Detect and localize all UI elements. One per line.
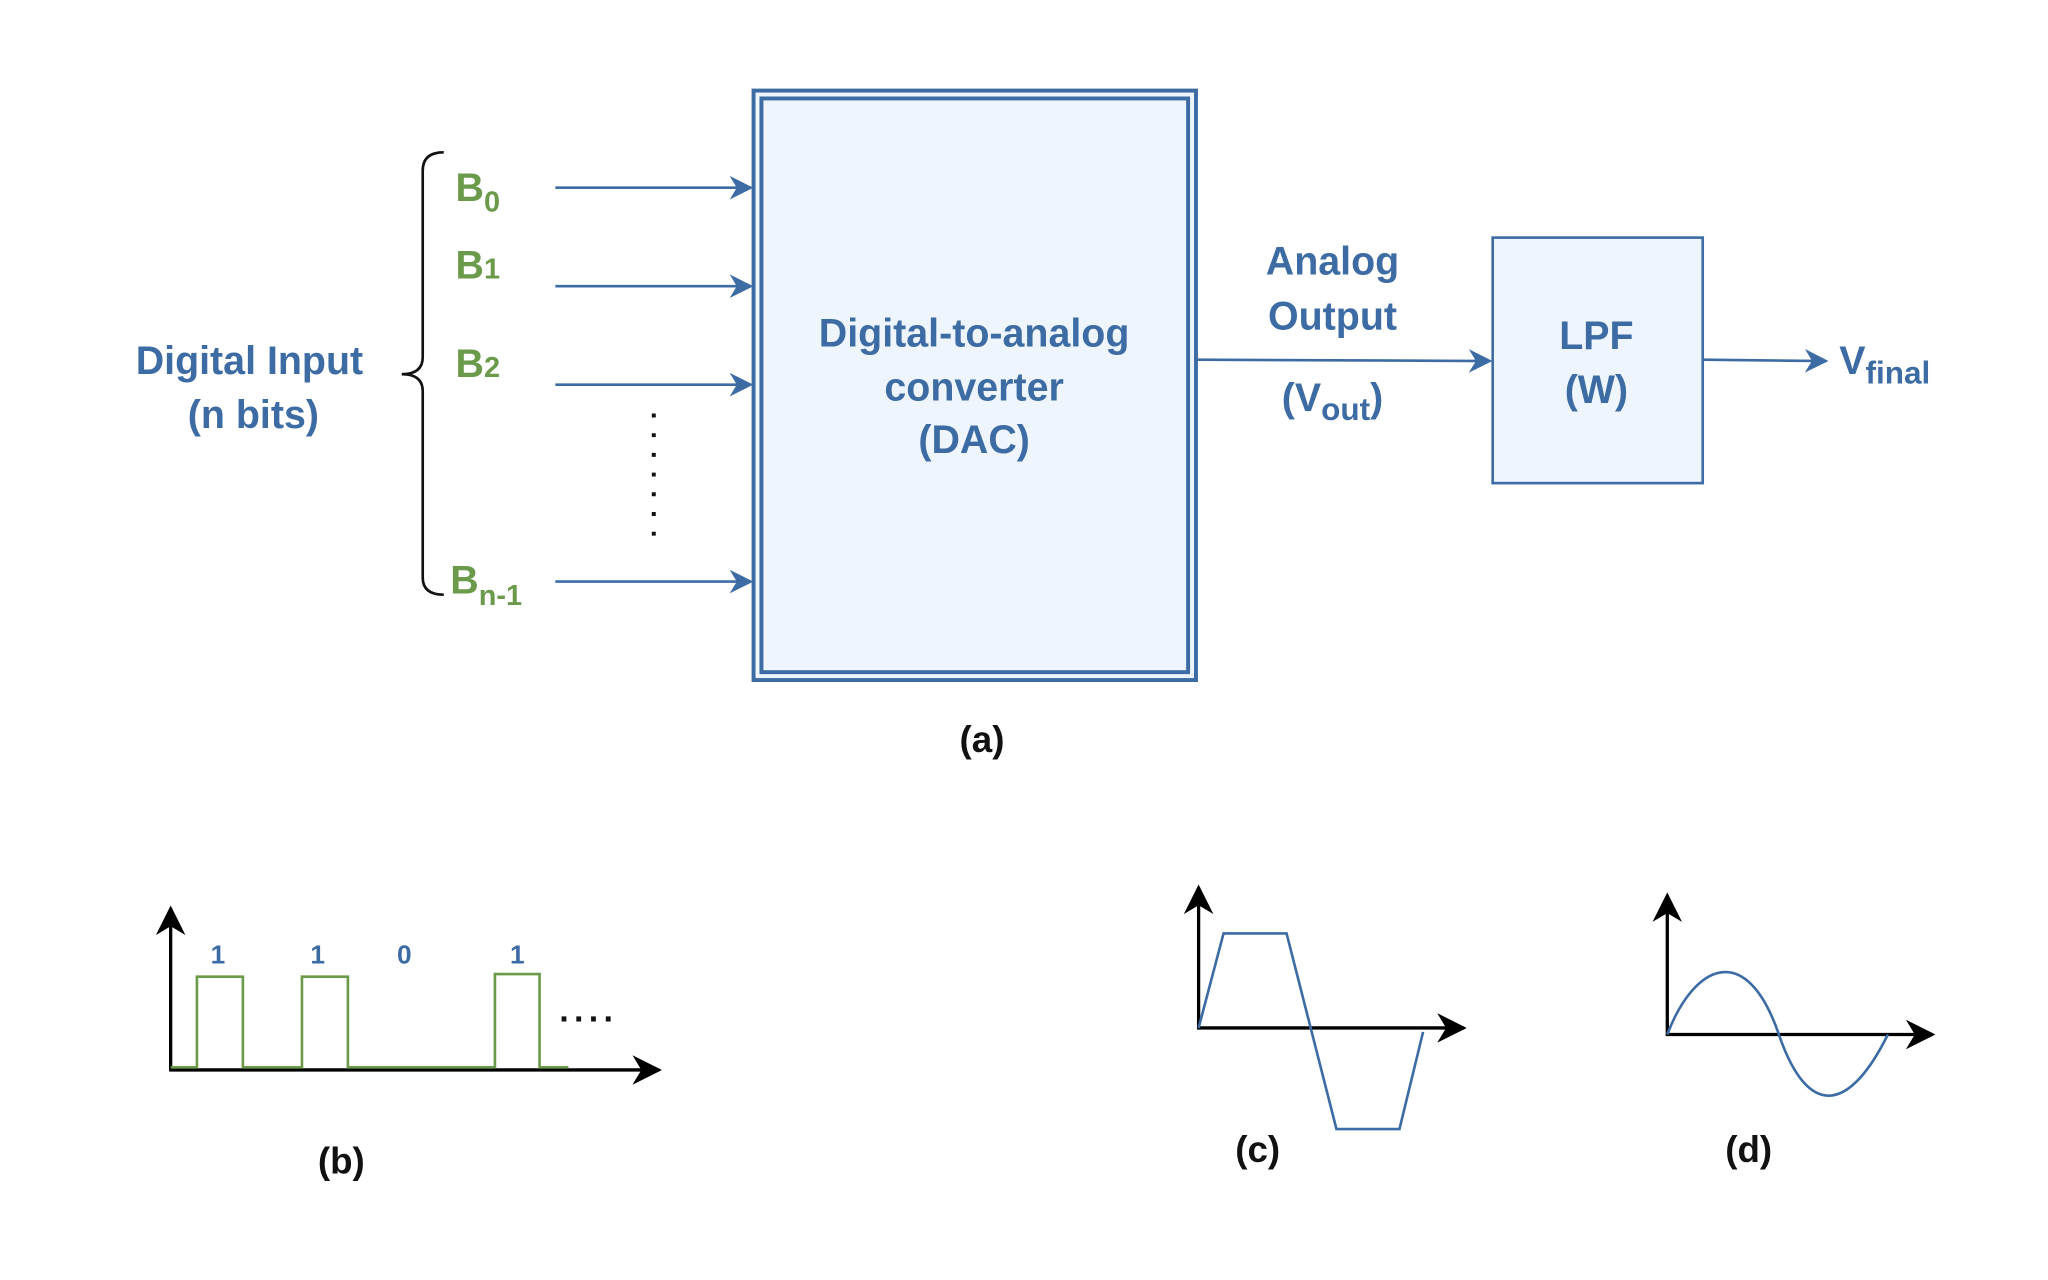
caption-b: (b) xyxy=(318,1141,365,1182)
analog-label: Analog xyxy=(1266,239,1399,283)
dac-box-inner xyxy=(759,96,1191,675)
dac-label-line1: Digital-to-analog xyxy=(819,312,1130,356)
dac-box-outer xyxy=(751,88,1198,683)
vout-label: (Vout) xyxy=(1282,376,1383,427)
b-bit-label: 0 xyxy=(397,940,412,970)
n-bits-label: (n bits) xyxy=(188,393,319,437)
dac-label-line3: (DAC) xyxy=(918,418,1030,462)
bit-label-bn1: Bn-1 xyxy=(450,558,522,612)
brace xyxy=(401,150,444,597)
lpf-w-label: (W) xyxy=(1565,368,1628,412)
b-pulse-train xyxy=(170,972,569,1069)
arrow-analog-output xyxy=(1197,349,1493,373)
caption-a: (a) xyxy=(960,719,1005,760)
bit-label-b0: B0 xyxy=(456,166,501,219)
c-waveform xyxy=(1197,932,1425,1131)
output-label: Output xyxy=(1268,295,1397,339)
lpf-box xyxy=(1491,236,1705,485)
arrow-vfinal xyxy=(1702,348,1829,373)
bit-label-b2: B2 xyxy=(456,342,501,386)
b-bit-label: 1 xyxy=(211,940,226,970)
bit-label-b1: B1 xyxy=(456,243,501,287)
vfinal-label: Vfinal xyxy=(1839,339,1930,390)
b-bit-label: 1 xyxy=(310,940,325,970)
d-sine-wave xyxy=(1666,970,1890,1097)
digital-input-label: Digital Input xyxy=(136,339,363,383)
dac-label-line2: converter xyxy=(884,365,1063,409)
lpf-label: LPF xyxy=(1559,314,1633,358)
b-bit-label: 1 xyxy=(510,940,525,970)
caption-c: (c) xyxy=(1235,1129,1280,1170)
b-ellipsis: .... xyxy=(559,991,618,1029)
caption-d: (d) xyxy=(1725,1129,1772,1170)
